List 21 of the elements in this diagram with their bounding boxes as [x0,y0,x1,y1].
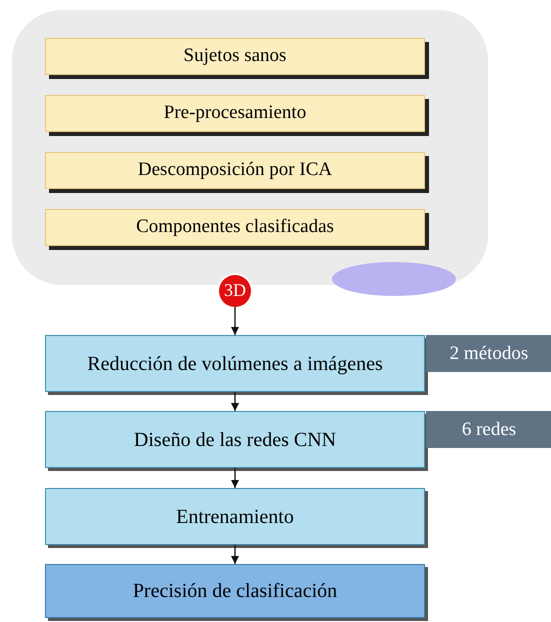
arrow [231,392,239,411]
process-box [45,411,425,468]
side-tag: 6 redes [426,411,551,448]
node-label: Diseño de las redes CNN [134,428,336,450]
node-label: Sujetos sanos [184,46,286,67]
node-label: Pre-procesamiento [164,103,306,124]
node-label: Componentes clasificadas [136,217,334,238]
node-label: Descomposición por ICA [138,160,332,181]
node-label: Reducción de volúmenes a imágenes [87,352,383,374]
node-label: Precisión de clasificación [132,580,338,602]
arrow [231,545,239,564]
result-box [45,564,425,618]
badge-circle [219,275,251,307]
process-box [45,335,425,392]
group-panel [12,10,488,285]
arrow [231,468,239,488]
side-tag: 2 métodos [426,335,551,372]
arrow [231,307,239,335]
node-label: 3D [224,281,246,301]
process-box [45,488,425,545]
node-label: Entrenamiento [176,506,294,528]
